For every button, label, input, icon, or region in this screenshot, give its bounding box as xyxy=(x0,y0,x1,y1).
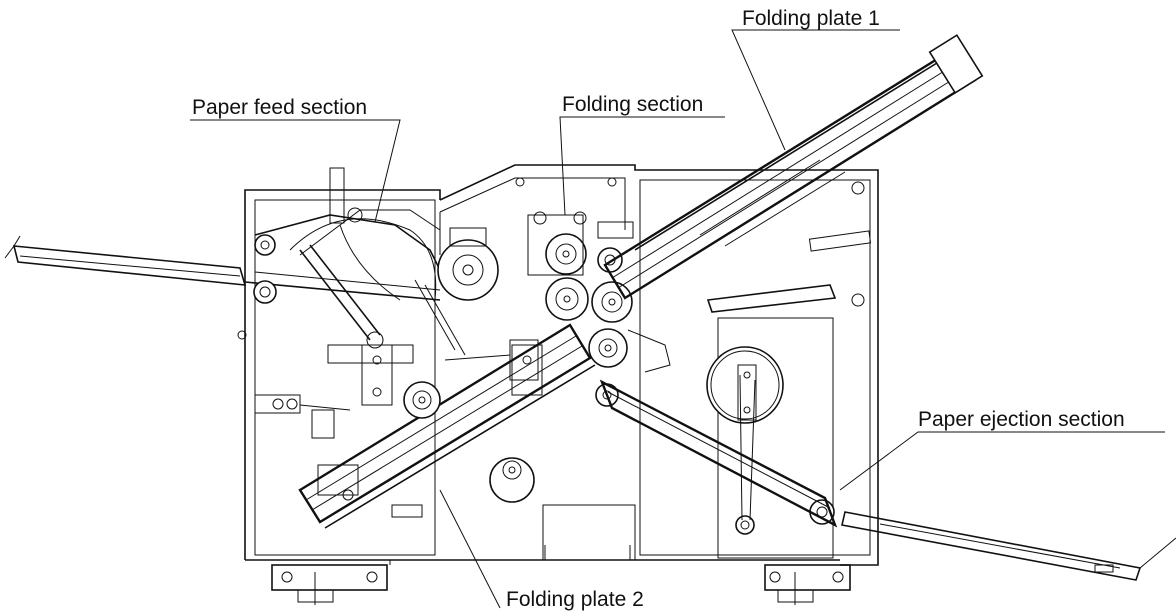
paper-feed-mechanism xyxy=(237,167,466,439)
folding-plate-1 xyxy=(603,34,984,300)
paper-ejection-conveyor xyxy=(595,181,872,535)
label-folding-plate-2: Folding plate 2 xyxy=(506,588,644,611)
label-paper-feed-section: Paper feed section xyxy=(192,96,367,119)
machine-frame xyxy=(244,164,879,566)
folding-plate-2 xyxy=(298,323,596,529)
label-paper-ejection-section: Paper ejection section xyxy=(918,408,1125,431)
leader-folding-plate-1 xyxy=(731,29,900,151)
leader-folding-section xyxy=(559,116,725,216)
leader-folding-plate-2 xyxy=(439,489,501,609)
drive-components xyxy=(403,344,543,503)
machine-feet xyxy=(271,564,851,605)
paper-ejection-tray xyxy=(841,511,1176,581)
leader-lines xyxy=(190,29,1165,609)
leader-paper-ejection-section xyxy=(839,431,1165,491)
label-folding-plate-1: Folding plate 1 xyxy=(742,7,880,30)
leader-paper-feed-section xyxy=(190,119,401,223)
paper-feed-tray xyxy=(4,235,441,301)
label-folding-section: Folding section xyxy=(562,93,703,116)
